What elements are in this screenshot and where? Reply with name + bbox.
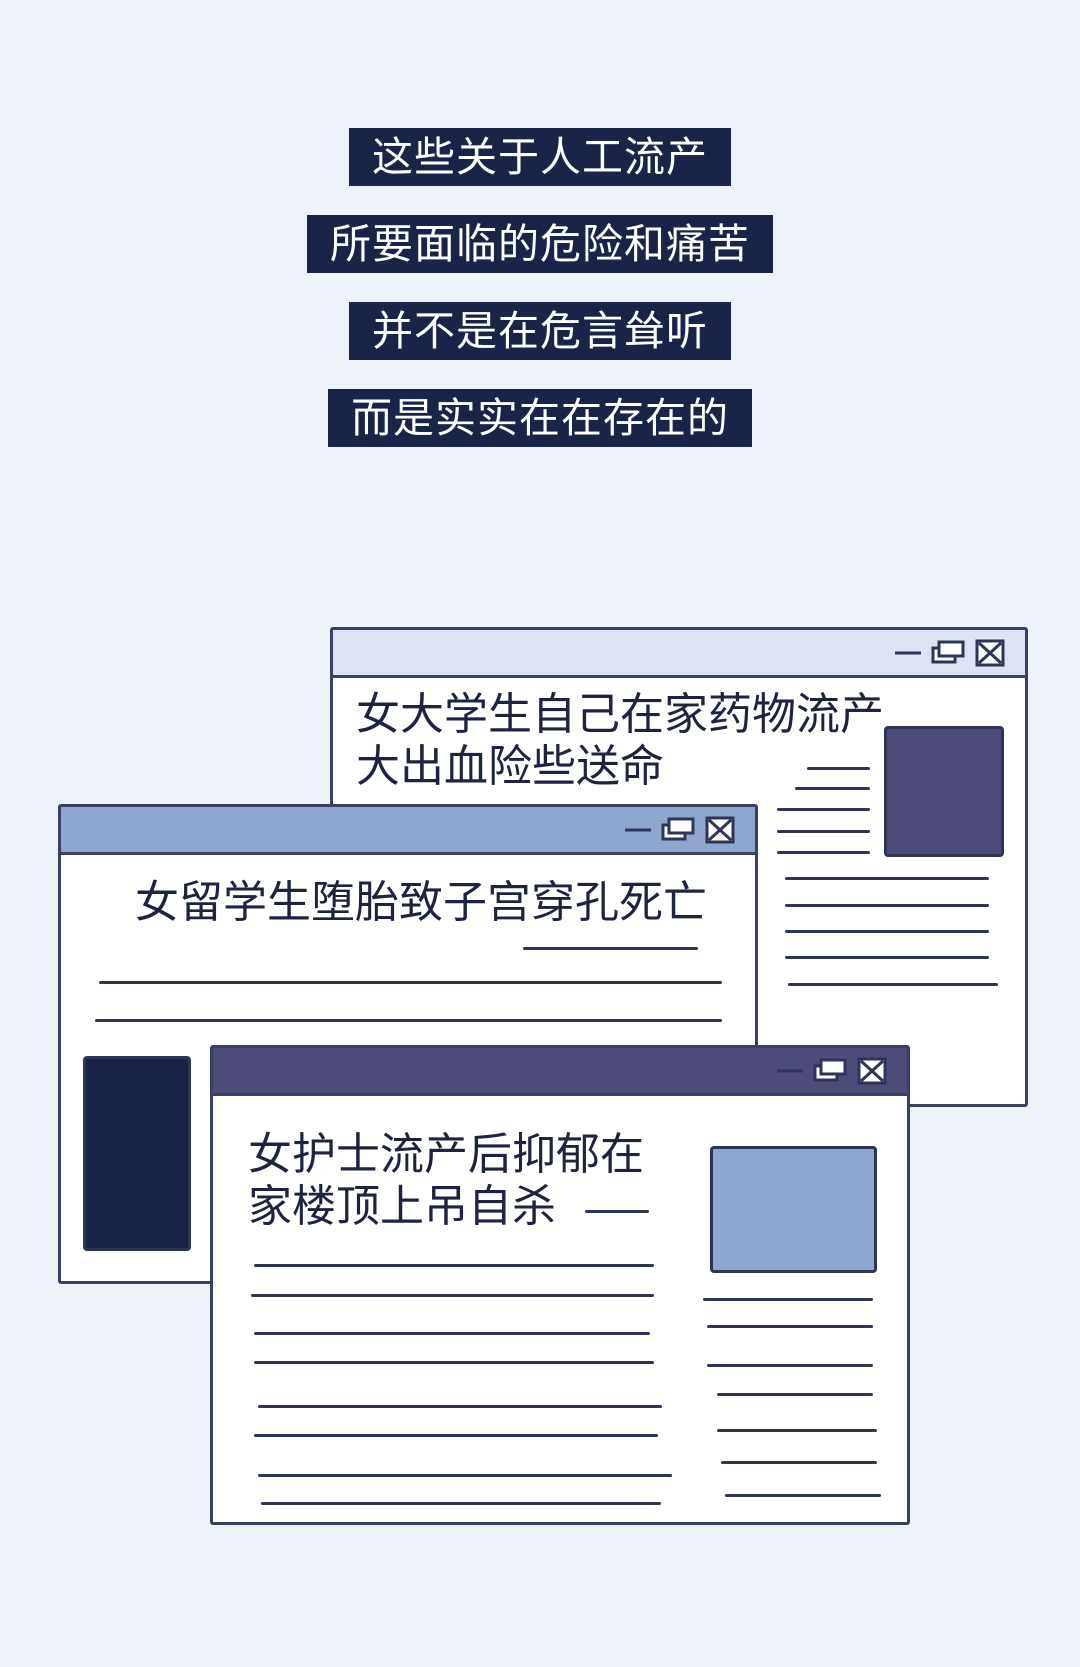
text-line-placeholder bbox=[258, 1474, 672, 1477]
headline-line-2: 家楼顶上吊自杀 bbox=[248, 1181, 556, 1232]
text-line-placeholder bbox=[785, 930, 989, 933]
caption-line-3: 并不是在危言耸听 bbox=[349, 302, 731, 360]
thumbnail-image bbox=[710, 1146, 877, 1273]
window-controls bbox=[885, 636, 1015, 674]
text-line-placeholder bbox=[785, 956, 989, 959]
text-line-placeholder bbox=[717, 1429, 877, 1432]
close-icon bbox=[857, 1057, 887, 1085]
text-line-placeholder bbox=[777, 830, 870, 833]
headline: 女留学生堕胎致子宫穿孔死亡 bbox=[135, 877, 707, 928]
text-line-placeholder bbox=[254, 1332, 650, 1335]
text-line-placeholder bbox=[523, 947, 698, 950]
window-controls bbox=[767, 1054, 897, 1092]
caption-block: 这些关于人工流产 所要面临的危险和痛苦 并不是在危言耸听 而是实实在在存在的 bbox=[0, 128, 1080, 447]
window-controls bbox=[615, 813, 745, 851]
text-line-placeholder bbox=[717, 1393, 873, 1396]
thumbnail-image bbox=[884, 726, 1004, 857]
caption-line-1: 这些关于人工流产 bbox=[349, 128, 731, 186]
text-line-placeholder bbox=[785, 877, 989, 880]
text-line-placeholder bbox=[261, 1502, 661, 1505]
text-line-placeholder bbox=[254, 1264, 654, 1267]
text-line-placeholder bbox=[785, 904, 989, 907]
headline: 女护士流产后抑郁在 家楼顶上吊自杀 bbox=[248, 1129, 644, 1233]
text-line-placeholder bbox=[254, 1434, 658, 1437]
text-line-placeholder bbox=[585, 1210, 649, 1213]
text-line-placeholder bbox=[95, 1019, 722, 1022]
text-line-placeholder bbox=[721, 1461, 877, 1464]
text-line-placeholder bbox=[703, 1298, 873, 1301]
text-line-placeholder bbox=[99, 981, 722, 984]
news-window-front: 女护士流产后抑郁在 家楼顶上吊自杀 bbox=[210, 1045, 910, 1525]
caption-line-4: 而是实实在在存在的 bbox=[328, 389, 752, 447]
text-line-placeholder bbox=[725, 1494, 881, 1497]
close-icon bbox=[975, 639, 1005, 667]
headline-line-1: 女护士流产后抑郁在 bbox=[248, 1129, 644, 1180]
text-line-placeholder bbox=[788, 983, 998, 986]
restore-icon bbox=[813, 1058, 847, 1082]
headline-line-2: 大出血险些送命 bbox=[356, 741, 664, 792]
text-line-placeholder bbox=[777, 851, 870, 854]
text-line-placeholder bbox=[707, 1364, 873, 1367]
restore-icon bbox=[661, 817, 695, 841]
text-line-placeholder bbox=[258, 1405, 662, 1408]
headline: 女大学生自己在家药物流产 大出血险些送命 bbox=[356, 689, 884, 793]
text-line-placeholder bbox=[807, 767, 870, 770]
headline-line-1: 女大学生自己在家药物流产 bbox=[356, 689, 884, 740]
restore-icon bbox=[931, 640, 965, 664]
text-line-placeholder bbox=[795, 787, 870, 790]
close-icon bbox=[705, 816, 735, 844]
text-line-placeholder bbox=[707, 1325, 873, 1328]
thumbnail-image bbox=[83, 1056, 191, 1251]
caption-line-2: 所要面临的危险和痛苦 bbox=[307, 215, 773, 273]
text-line-placeholder bbox=[251, 1294, 654, 1297]
text-line-placeholder bbox=[777, 808, 870, 811]
window-titlebar bbox=[61, 807, 755, 855]
text-line-placeholder bbox=[254, 1361, 654, 1364]
